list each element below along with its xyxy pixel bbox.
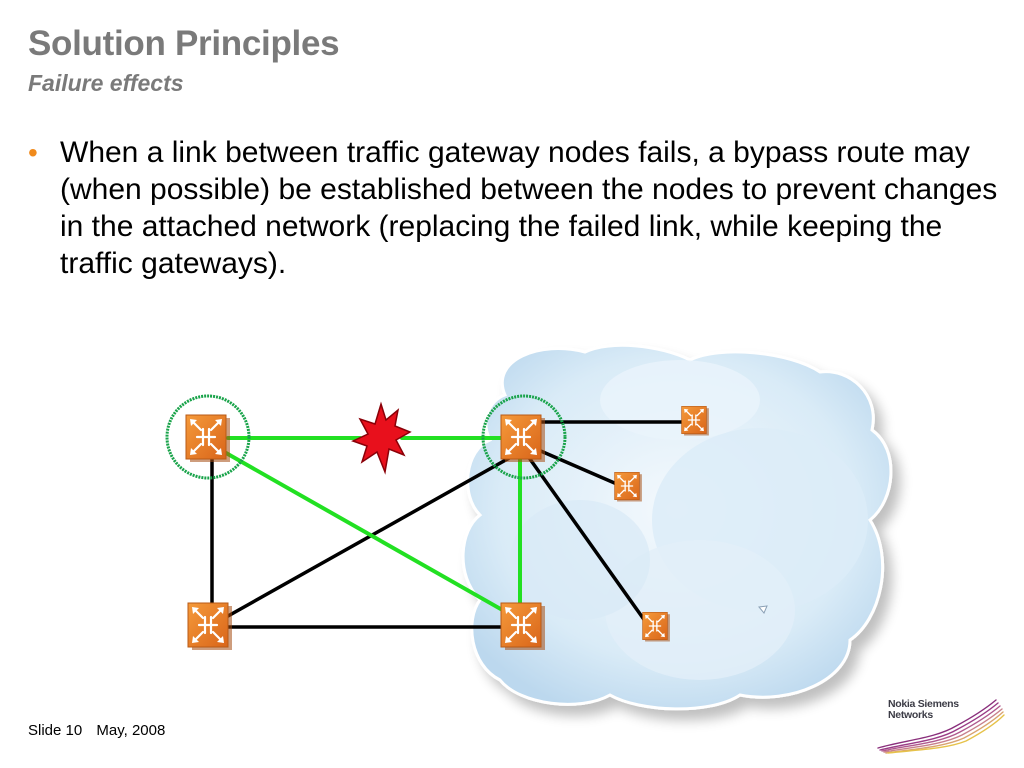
bullet-dot-icon: • — [28, 137, 38, 168]
logo-wave-icon — [877, 699, 1005, 754]
logo-line-2: Networks — [888, 709, 933, 721]
bypass-links — [210, 436, 522, 622]
slide-footer: Slide 10 May, 2008 — [28, 722, 175, 739]
logo-text: Nokia Siemens Networks — [888, 699, 959, 721]
gateway-ring-right — [481, 394, 567, 480]
router-icon-bottom-right — [499, 601, 547, 652]
router-icon-gw-left — [184, 413, 232, 464]
logo-line-1: Nokia Siemens — [888, 698, 959, 710]
bypass-link-gwleft-bottomright — [210, 443, 522, 622]
router-icon-cloud-3 — [641, 611, 671, 643]
cursor-icon — [758, 605, 768, 614]
router-icon-bottom-left — [186, 601, 234, 652]
link-bottomleft-gwright — [210, 450, 522, 627]
bullet-item: • When a link between traffic gateway no… — [28, 134, 1003, 282]
slide-number: Slide 10 — [28, 722, 83, 739]
router-icon-cloud-2 — [613, 471, 643, 503]
company-logo: Nokia Siemens Networks — [876, 696, 1006, 754]
slide-title: Solution Principles — [28, 24, 340, 63]
gateway-ring-left — [165, 394, 251, 480]
attached-network-cloud — [461, 343, 893, 711]
slide-subtitle: Failure effects — [28, 70, 184, 96]
router-icon-gw-right — [499, 413, 547, 464]
slide-date: May, 2008 — [96, 722, 166, 739]
explosion-burst-icon — [351, 401, 412, 475]
router-icon-cloud-1 — [680, 405, 710, 437]
bullet-text: When a link between traffic gateway node… — [60, 136, 998, 280]
